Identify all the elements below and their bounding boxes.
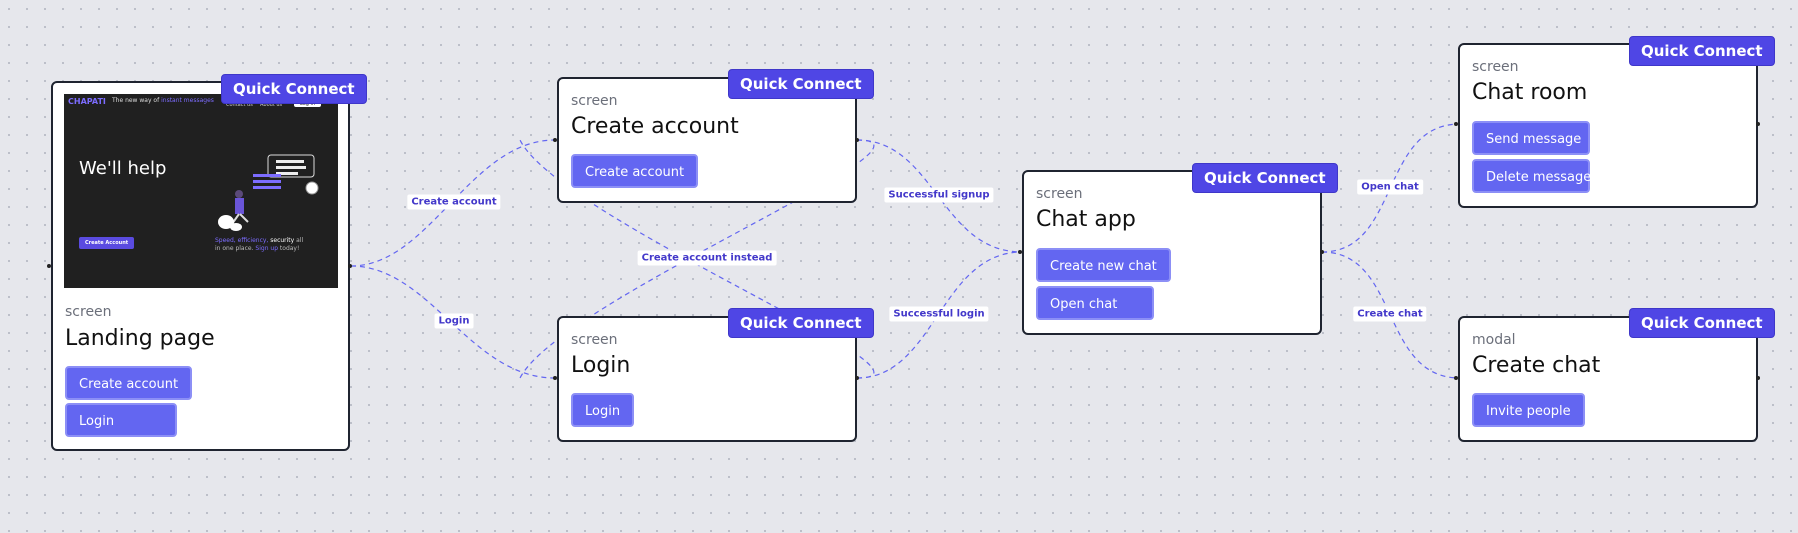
port-chat-room-in[interactable] (1454, 122, 1458, 126)
send-message-button[interactable]: Send message (1472, 121, 1590, 155)
port-create-account-in[interactable] (553, 138, 557, 142)
edge-label-create-account-instead: Create account instead (637, 250, 777, 266)
port-chat-app-out[interactable] (1320, 250, 1324, 254)
node-kind: screen (65, 304, 112, 320)
quick-connect-button-landing[interactable]: Quick Connect (221, 74, 367, 104)
edge-label-successful-signup: Successful signup (884, 187, 994, 203)
preview-brand: CHAPATI (68, 97, 106, 106)
node-kind: modal (1472, 332, 1516, 348)
edge-label-successful-login: Successful login (889, 306, 989, 322)
port-landing-out[interactable] (348, 264, 352, 268)
quick-connect-button-create-chat[interactable]: Quick Connect (1629, 308, 1775, 338)
edge-login-to-chat-app[interactable] (856, 251, 1023, 379)
node-title: Chat app (1036, 207, 1136, 232)
preview-cta: Create Account (79, 237, 135, 249)
edge-create-account-to-login[interactable] (519, 139, 875, 379)
preview-headline: We'll help (79, 158, 167, 179)
preview-blurb-line2: in one place. Sign up today! (215, 245, 300, 252)
node-landing-page[interactable]: CHAPATI The new way of instant messages … (51, 81, 350, 451)
port-login-in[interactable] (553, 376, 557, 380)
preview-login: Log in (294, 101, 322, 107)
port-create-chat-in[interactable] (1454, 376, 1458, 380)
preview-illustration (218, 154, 319, 231)
node-chat-app[interactable]: screen Chat app Create new chat Open cha… (1022, 170, 1322, 335)
quick-connect-button-login[interactable]: Quick Connect (728, 308, 874, 338)
port-login-out[interactable] (855, 376, 859, 380)
node-kind: screen (571, 332, 618, 348)
node-title: Create chat (1472, 353, 1601, 378)
port-chat-app-in[interactable] (1018, 250, 1022, 254)
create-account-button[interactable]: Create account (65, 366, 193, 400)
quick-connect-button-create-account[interactable]: Quick Connect (728, 69, 874, 99)
delete-message-button[interactable]: Delete message (1472, 159, 1591, 193)
preview-nav-contact: Contact us (226, 102, 253, 108)
create-account-button[interactable]: Create account (571, 154, 699, 188)
edge-label-login: Login (434, 313, 474, 329)
quick-connect-button-chat-app[interactable]: Quick Connect (1192, 163, 1338, 193)
preview-blurb-line1: Speed, efficiency, security all (215, 237, 304, 244)
create-new-chat-button[interactable]: Create new chat (1036, 248, 1171, 282)
invite-people-button[interactable]: Invite people (1472, 393, 1585, 427)
open-chat-button[interactable]: Open chat (1036, 286, 1154, 320)
preview-nav-about: About us (260, 102, 283, 108)
preview-tagline: The new way of instant messages (112, 97, 214, 104)
node-chat-room[interactable]: screen Chat room Send message Delete mes… (1458, 43, 1758, 208)
port-chat-room-out[interactable] (1756, 122, 1760, 126)
port-create-chat-out[interactable] (1756, 376, 1760, 380)
edge-label-create-chat: Create chat (1353, 306, 1427, 322)
quick-connect-button-chat-room[interactable]: Quick Connect (1629, 36, 1775, 66)
node-title: Login (571, 353, 631, 378)
edge-label-create-account: Create account (407, 194, 501, 210)
node-kind: screen (1472, 59, 1519, 75)
edge-login-to-create-account[interactable] (519, 139, 875, 379)
edge-label-open-chat: Open chat (1357, 179, 1423, 195)
login-button[interactable]: Login (571, 393, 635, 427)
node-title: Create account (571, 114, 739, 139)
login-button[interactable]: Login (65, 403, 177, 437)
node-kind: screen (571, 93, 618, 109)
landing-preview-image: CHAPATI The new way of instant messages … (64, 94, 338, 288)
node-title: Landing page (65, 326, 215, 351)
port-create-account-out[interactable] (855, 138, 859, 142)
node-kind: screen (1036, 186, 1083, 202)
port-landing-in[interactable] (47, 264, 51, 268)
node-title: Chat room (1472, 80, 1588, 105)
